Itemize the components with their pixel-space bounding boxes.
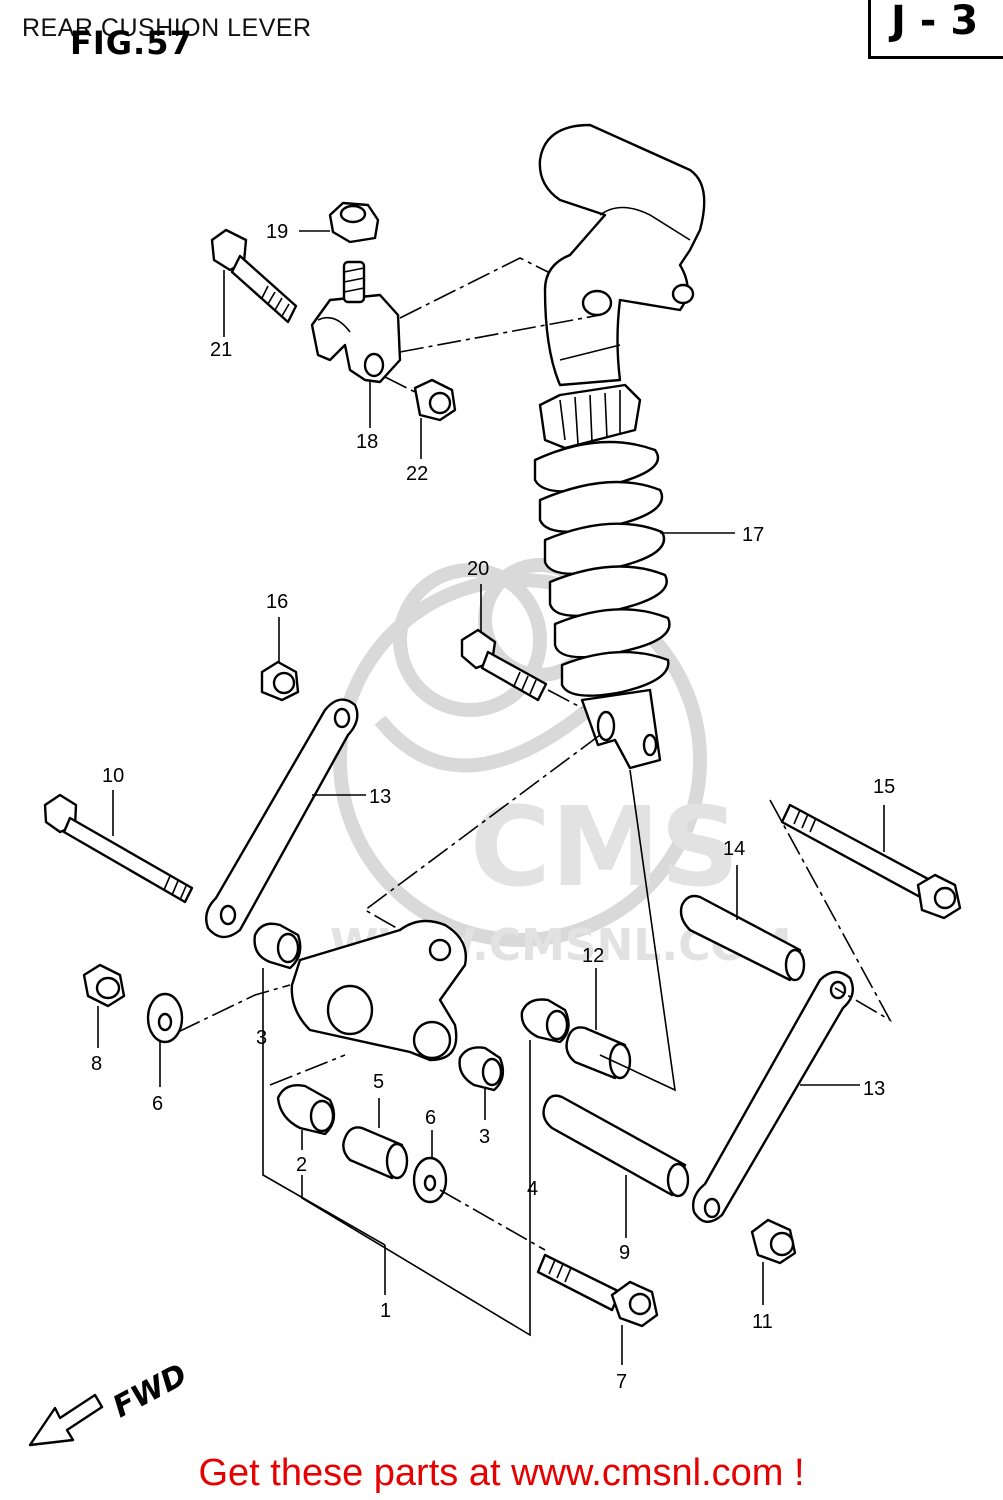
callout-18: 18 [356,431,378,453]
callout-13-left: 13 [369,786,391,808]
nut-22 [413,378,457,422]
callout-5: 5 [373,1071,384,1093]
bearing-3-lower [458,1046,505,1092]
callout-3-right: 3 [479,1126,490,1148]
spacer-12 [565,1026,632,1080]
callout-20: 20 [467,558,489,580]
fwd-label: FWD [107,1357,193,1425]
fwd-indicator: FWD [28,1357,193,1447]
callout-11: 11 [752,1311,773,1333]
callout-16: 16 [266,591,288,613]
callout-8: 8 [91,1053,102,1075]
nut-19 [328,201,380,244]
callout-6-left: 6 [152,1093,163,1115]
bolt-7 [536,1253,659,1328]
rear-shock-absorber [533,123,706,770]
leader-lines [97,230,885,1365]
nut-11 [750,1218,797,1265]
callout-7: 7 [616,1371,627,1393]
callout-14: 14 [723,838,745,860]
callout-19: 19 [266,221,288,243]
washer-6-left [146,992,184,1044]
callout-21: 21 [210,339,232,361]
bolt-20 [460,628,548,702]
callout-2: 2 [296,1154,307,1176]
page-code: J - 3 [891,0,979,44]
callout-12: 12 [582,945,604,967]
buy-parts-link[interactable]: Get these parts at www.cmsnl.com ! [198,1452,805,1494]
upper-shock-bracket [310,260,402,384]
watermark-brand: CMS [470,783,739,911]
bolt-15 [780,803,962,920]
nut-16 [260,660,300,702]
callout-22: 22 [406,463,428,485]
callout-6-right: 6 [425,1107,436,1129]
callout-15: 15 [873,776,895,798]
callout-10: 10 [102,765,124,787]
figure-label: FIG.57 [70,24,193,62]
cushion-rod-right [691,970,854,1223]
assembly-lines [177,257,893,1251]
spacer-5 [342,1126,409,1180]
bolt-21 [210,228,298,324]
spacer-14 [679,894,806,982]
bearing-2 [276,1084,336,1136]
cushion-lever [290,919,467,1062]
callout-4: 4 [527,1178,538,1200]
callout-3-left: 3 [256,1027,267,1049]
callout-17: 17 [742,524,764,546]
nut-8 [82,963,126,1008]
bearing-3-upper [253,922,302,970]
callout-1: 1 [380,1300,391,1322]
washer-6-right [412,1156,448,1204]
bolt-10 [43,793,194,904]
cushion-rod-left [205,698,359,939]
callout-13-right: 13 [863,1078,885,1100]
spacer-9 [542,1094,690,1198]
page-code-box: J - 3 [868,0,1003,59]
bearing-4 [520,998,570,1044]
page-title: REAR CUSHION LEVER [22,14,312,42]
callout-numbers: 19 21 18 22 17 20 16 10 13 15 14 12 3 8 … [91,221,895,1393]
callout-9: 9 [619,1242,630,1264]
